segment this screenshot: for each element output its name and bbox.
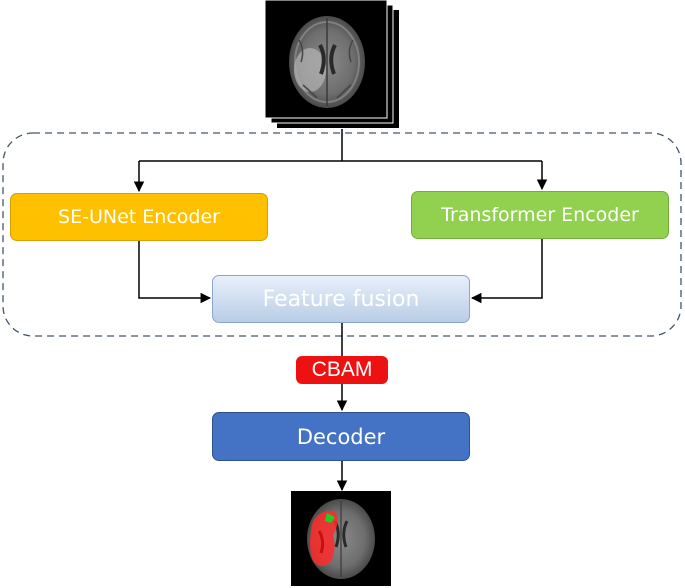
feature-fusion-box: Feature fusion: [212, 275, 470, 323]
cbam-label: CBAM: [311, 358, 373, 381]
feature-fusion-label: Feature fusion: [262, 286, 420, 312]
transformer-encoder-box: Transformer Encoder: [411, 191, 669, 239]
output-segmentation-image: [291, 491, 391, 586]
arrow-se-unet-to-fusion: [138, 241, 212, 304]
se-unet-encoder-label: SE-UNet Encoder: [58, 206, 220, 228]
transformer-encoder-label: Transformer Encoder: [441, 204, 639, 226]
input-mri-image-stack: [265, 0, 399, 128]
se-unet-encoder-box: SE-UNet Encoder: [10, 193, 268, 241]
decoder-box: Decoder: [212, 412, 470, 461]
cbam-badge: CBAM: [296, 356, 388, 384]
segmentation-overlay-red: [310, 510, 338, 566]
arrow-transformer-to-fusion: [470, 239, 543, 304]
decoder-label: Decoder: [296, 424, 386, 449]
segmentation-overlay-green: [325, 513, 335, 523]
